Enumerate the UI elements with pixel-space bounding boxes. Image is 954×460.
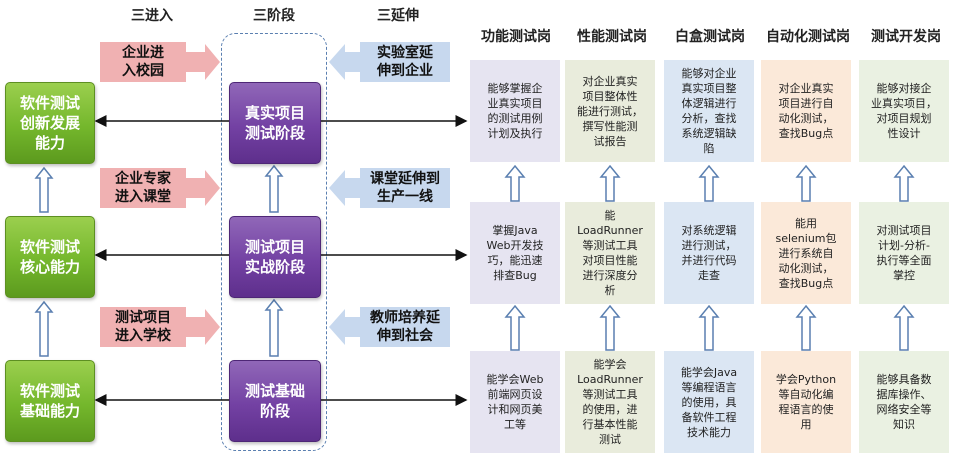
entry-expert-classroom: 企业专家 进入课堂 [100, 168, 186, 208]
up-arrow-c5-1 [893, 164, 915, 202]
ability-basic-label: 软件测试 基础能力 [19, 382, 80, 420]
card-automation-top: 对企业真实 项目进行自 动化测试， 查找Bug点 [761, 60, 851, 162]
card-performance-bottom: 能学会 LoadRunner 等测试工具 的使用，进 行基本性能 测试 [565, 351, 655, 453]
card-testdev-bottom: 能够具备数 据库操作、 网络安全等 知识 [859, 351, 949, 453]
role-header-performance: 性能测试岗 [577, 29, 647, 45]
card-automation-top-text: 对企业真实 项目进行自 动化测试， 查找Bug点 [778, 82, 834, 140]
stage-container [221, 33, 327, 451]
card-functional-top: 能够掌握企 业真实项目 的测试用例 计划及执行 [470, 60, 560, 162]
card-testdev-bottom-text: 能够具备数 据库操作、 网络安全等 知识 [876, 373, 932, 431]
card-performance-top: 对企业真实 项目整体性 能进行测试， 撰写性能测 试报告 [565, 60, 655, 162]
role-header-whitebox: 白盒测试岗 [675, 29, 745, 45]
ability-core-box: 软件测试 核心能力 [5, 216, 95, 298]
card-whitebox-bottom-text: 能学会Java 等编程语言 的使用，具 备软件工程 技术能力 [680, 365, 738, 439]
ability-core-label: 软件测试 核心能力 [19, 238, 80, 276]
header-extend: 三延伸 [377, 8, 419, 24]
blue-arrow-mid [329, 170, 360, 206]
card-whitebox-mid: 对系统逻辑 进行测试， 并进行代码 走查 [664, 202, 754, 304]
card-performance-mid-text: 能 LoadRunner 等测试工具 对项目性能 进行深度分 析 [577, 209, 643, 297]
blue-arrow-bottom [329, 309, 360, 345]
ability-innovation-box: 软件测试 创新发展 能力 [5, 82, 95, 164]
role-header-functional: 功能测试岗 [481, 29, 551, 45]
header-entry: 三进入 [131, 8, 173, 24]
ability-innovation-label: 软件测试 创新发展 能力 [19, 94, 80, 152]
card-whitebox-bottom: 能学会Java 等编程语言 的使用，具 备软件工程 技术能力 [664, 351, 754, 453]
card-functional-top-text: 能够掌握企 业真实项目 的测试用例 计划及执行 [487, 82, 543, 140]
entry-project-school: 测试项目 进入学校 [100, 307, 186, 347]
pink-arrow-top [186, 44, 220, 80]
up-arrow-c2-1 [599, 164, 621, 202]
up-arrow-c2-2 [599, 304, 621, 351]
up-arrow-ability-1 [34, 166, 54, 213]
stage-real-project-label: 真实项目 测试阶段 [244, 104, 305, 142]
extend-teacher-society: 教师培养延 伸到社会 [360, 307, 450, 347]
role-header-testdev: 测试开发岗 [871, 29, 941, 45]
up-arrow-ability-2 [34, 300, 54, 357]
card-automation-mid-text: 能用 selenium包 进行系统自 动化测试， 查找Bug点 [775, 216, 837, 290]
up-arrow-stage-2 [264, 298, 284, 357]
card-testdev-top-text: 能够对接企 业真实项目， 对项目规划 性设计 [871, 82, 937, 140]
entry-enterprise-campus: 企业进 入校园 [100, 42, 186, 82]
stage-practice-label: 测试项目 实战阶段 [244, 238, 305, 276]
card-whitebox-top-text: 能够对企业 真实项目整 体逻辑进行 分析，查找 系统逻辑缺 陷 [681, 67, 737, 155]
card-whitebox-mid-text: 对系统逻辑 进行测试， 并进行代码 走查 [681, 224, 737, 282]
card-performance-bottom-text: 能学会 LoadRunner 等测试工具 的使用，进 行基本性能 测试 [577, 358, 643, 446]
pink-arrow-mid [186, 170, 220, 206]
card-testdev-mid: 对测试项目 计划-分析- 执行等全面 掌控 [859, 202, 949, 304]
stage-practice-box: 测试项目 实战阶段 [229, 216, 321, 298]
card-functional-mid: 掌握Java Web开发技 巧，能迅速 排查Bug [470, 202, 560, 304]
ability-basic-box: 软件测试 基础能力 [5, 360, 95, 442]
up-arrow-c3-1 [698, 164, 720, 202]
card-testdev-top: 能够对接企 业真实项目， 对项目规划 性设计 [859, 60, 949, 162]
card-performance-mid: 能 LoadRunner 等测试工具 对项目性能 进行深度分 析 [565, 202, 655, 304]
up-arrow-c1-2 [504, 304, 526, 351]
card-automation-bottom-text: 学会Python 等自动化编 程语言的使 用 [775, 373, 837, 431]
up-arrow-c1-1 [504, 164, 526, 202]
stage-basic-box: 测试基础 阶段 [229, 360, 321, 442]
extend-class-production: 课堂延伸到 生产一线 [360, 168, 450, 208]
card-whitebox-top: 能够对企业 真实项目整 体逻辑进行 分析，查找 系统逻辑缺 陷 [664, 60, 754, 162]
card-functional-bottom: 能学会Web 前端网页设 计和网页美 工等 [470, 351, 560, 453]
card-testdev-mid-text: 对测试项目 计划-分析- 执行等全面 掌控 [876, 224, 932, 282]
pink-arrow-bottom [186, 309, 220, 345]
extend-class-production-label: 课堂延伸到 生产一线 [370, 171, 440, 205]
up-arrow-c5-2 [893, 304, 915, 351]
up-arrow-stage-1 [264, 164, 284, 213]
card-functional-bottom-text: 能学会Web 前端网页设 计和网页美 工等 [486, 373, 544, 431]
role-header-automation: 自动化测试岗 [766, 29, 850, 45]
header-stage: 三阶段 [253, 8, 295, 24]
card-performance-top-text: 对企业真实 项目整体性 能进行测试， 撰写性能测 试报告 [577, 74, 643, 148]
stage-basic-label: 测试基础 阶段 [244, 382, 305, 420]
card-automation-bottom: 学会Python 等自动化编 程语言的使 用 [761, 351, 851, 453]
entry-enterprise-campus-label: 企业进 入校园 [122, 45, 164, 79]
extend-teacher-society-label: 教师培养延 伸到社会 [370, 310, 440, 344]
stage-real-project-box: 真实项目 测试阶段 [229, 82, 321, 164]
extend-lab-enterprise-label: 实验室延 伸到企业 [377, 45, 433, 79]
entry-expert-classroom-label: 企业专家 进入课堂 [115, 171, 171, 205]
up-arrow-c4-2 [795, 304, 817, 351]
up-arrow-c4-1 [795, 164, 817, 202]
entry-project-school-label: 测试项目 进入学校 [115, 310, 171, 344]
card-automation-mid: 能用 selenium包 进行系统自 动化测试， 查找Bug点 [761, 202, 851, 304]
up-arrow-c3-2 [698, 304, 720, 351]
extend-lab-enterprise: 实验室延 伸到企业 [360, 42, 450, 82]
blue-arrow-top [329, 44, 360, 80]
card-functional-mid-text: 掌握Java Web开发技 巧，能迅速 排查Bug [486, 224, 544, 282]
